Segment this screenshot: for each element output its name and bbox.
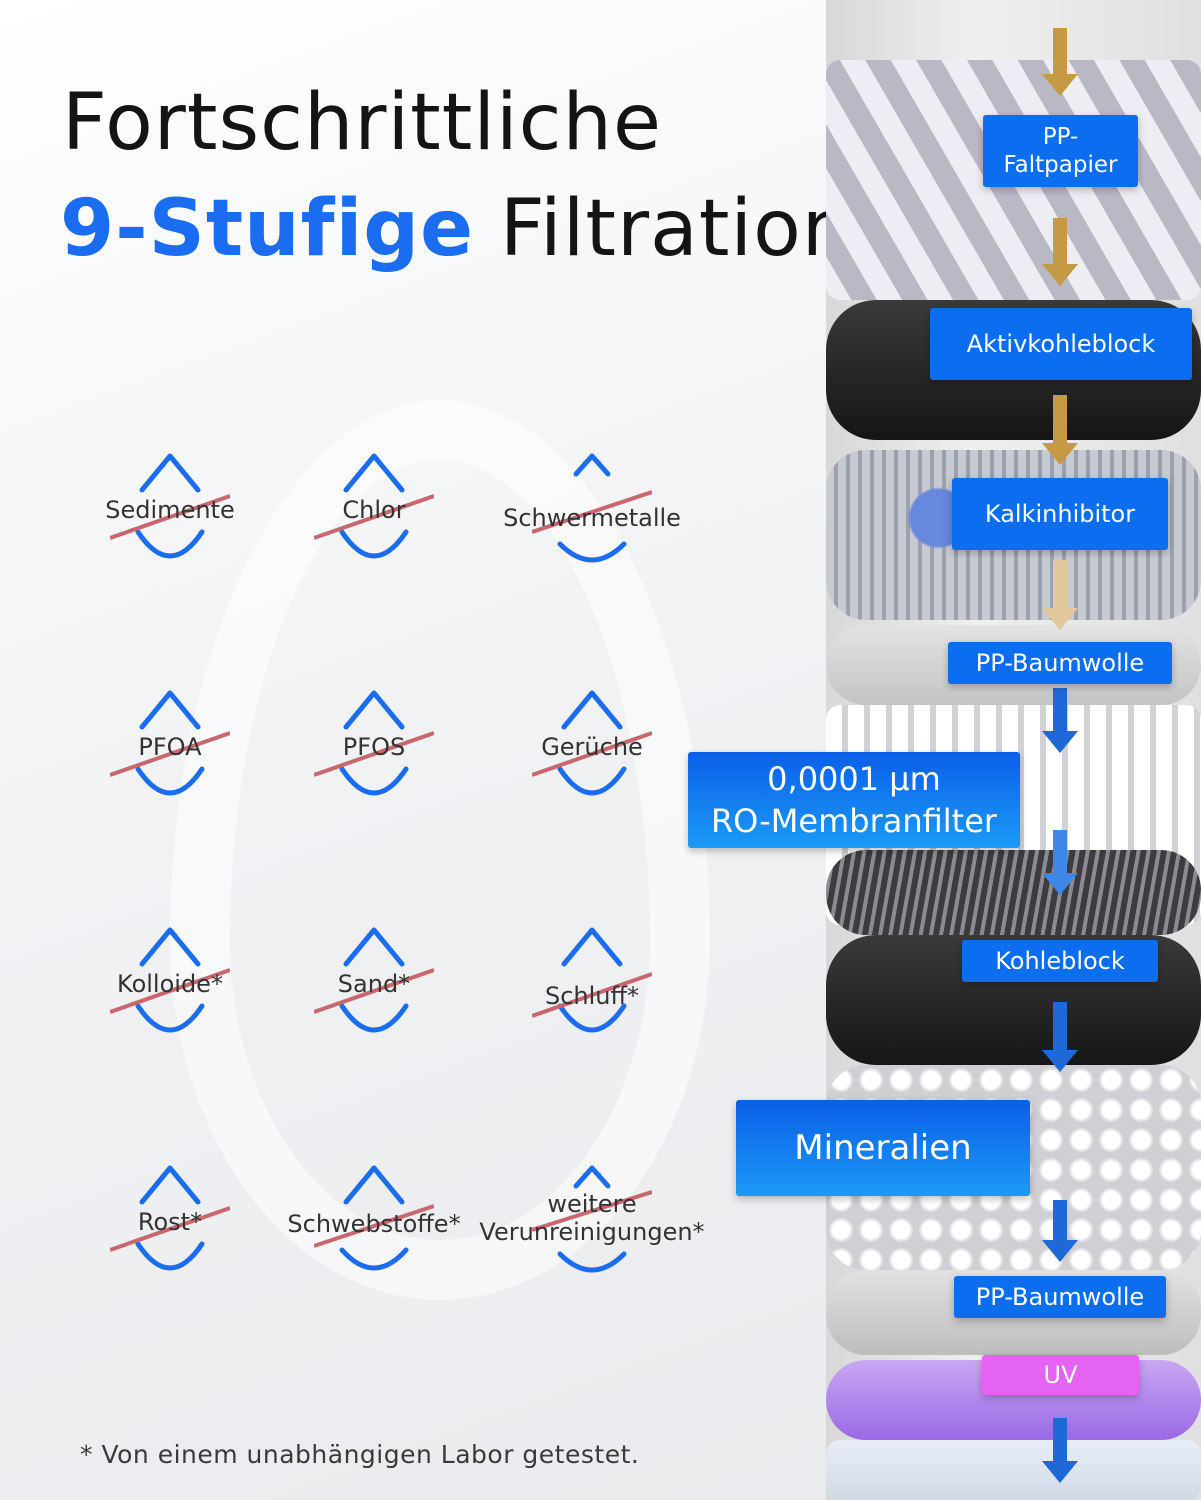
contaminant-label-line-1: weitere	[547, 1190, 637, 1218]
water-drop-icon	[314, 927, 434, 1033]
title-rest: Filtration	[499, 184, 853, 274]
stage-label-text: PP-Baumwolle	[975, 1283, 1145, 1311]
stage-label-line-2: RO-Membranfilter	[710, 802, 998, 840]
stage-label-text: Kohleblock	[995, 947, 1125, 975]
water-drop-icon	[110, 1165, 230, 1271]
stage-label-text: Aktivkohleblock	[966, 330, 1156, 358]
contaminant-item: Chlor	[259, 448, 489, 568]
stage-label-pp-cotton: PP-Baumwolle	[948, 642, 1172, 684]
contaminant-item: Sand*	[259, 922, 489, 1042]
contaminant-label: Kolloide*	[117, 970, 223, 998]
contaminant-item: PFOS	[259, 685, 489, 805]
water-drop-icon	[532, 453, 652, 563]
contaminant-label: Chlor	[342, 496, 406, 524]
contaminant-item: Gerüche	[477, 685, 707, 805]
contaminant-item: PFOA	[55, 685, 285, 805]
title-line-1: Fortschrittliche	[62, 78, 662, 168]
stage-label-text: Kalkinhibitor	[984, 500, 1136, 528]
stage-label-text: UV	[1043, 1361, 1078, 1389]
stage-label-ro-membrane: 0,0001 μm RO-Membranfilter	[688, 752, 1020, 848]
water-drop-icon	[110, 453, 230, 559]
layer-water-output	[826, 1440, 1201, 1500]
contaminant-label: PFOS	[342, 733, 406, 761]
stage-label-pp-pleated-paper: PP- Faltpapier	[983, 115, 1138, 187]
contaminant-item: Rost*	[55, 1160, 285, 1280]
contaminant-item: Sedimente	[55, 448, 285, 568]
contaminant-item: Kolloide*	[55, 922, 285, 1042]
contaminant-label: PFOA	[138, 733, 202, 761]
contaminant-label: Schluff*	[544, 982, 640, 1010]
water-drop-icon	[110, 690, 230, 796]
contaminant-label: Rost*	[137, 1208, 203, 1236]
stage-label-line-1: 0,0001 μm	[767, 760, 941, 798]
contaminant-label: Schwermetalle	[503, 504, 681, 532]
water-drop-icon	[532, 927, 652, 1033]
title-accent: 9-Stufige	[60, 184, 475, 274]
stage-label-pp-cotton-2: PP-Baumwolle	[954, 1276, 1166, 1318]
contaminant-label: Sedimente	[105, 496, 235, 524]
contaminant-label-line-2: Verunreinigungen*	[479, 1218, 705, 1246]
contaminant-label: Schwebstoffe*	[287, 1210, 461, 1238]
water-drop-icon	[110, 927, 230, 1033]
water-drop-icon	[314, 1165, 434, 1271]
footnote: * Von einem unabhängigen Labor getestet.	[80, 1440, 640, 1469]
stage-label-activated-carbon: Aktivkohleblock	[930, 308, 1192, 380]
contaminant-item: Schwebstoffe*	[259, 1160, 489, 1280]
stage-label-text: PP-Baumwolle	[975, 649, 1145, 677]
contaminant-label: Gerüche	[541, 733, 643, 761]
water-drop-icon	[532, 1165, 652, 1273]
stage-label-line-2: Faltpapier	[1003, 152, 1118, 178]
water-drop-icon	[314, 453, 434, 559]
stage-label-minerals: Mineralien	[736, 1100, 1030, 1196]
layer-ro-membrane-base	[826, 850, 1201, 935]
water-drop-icon	[314, 690, 434, 796]
stage-label-line-1: PP-	[1042, 124, 1079, 150]
contaminant-item: Schluff*	[477, 922, 707, 1042]
contaminant-item: Schwermetalle	[477, 448, 707, 568]
stage-label-uv: UV	[982, 1355, 1139, 1395]
contaminant-label: Sand*	[337, 970, 411, 998]
stage-label-text: Mineralien	[794, 1128, 972, 1168]
title-line-2: 9-Stufige Filtration	[60, 184, 852, 274]
water-drop-icon	[532, 690, 652, 796]
stage-label-scale-inhibitor: Kalkinhibitor	[952, 478, 1168, 550]
stage-label-carbon-block: Kohleblock	[962, 940, 1158, 982]
